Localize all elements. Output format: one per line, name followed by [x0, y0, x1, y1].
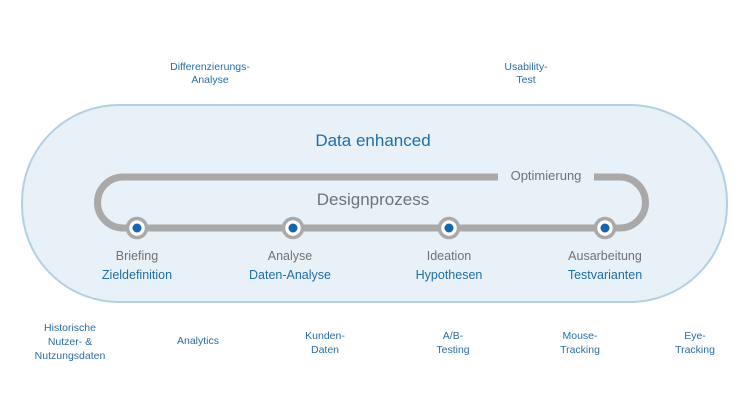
method-line: Test: [516, 74, 536, 86]
optimierung-label: Optimierung: [498, 168, 594, 183]
stage-ideation: Ideation Hypothesen: [384, 247, 514, 285]
method-line: Usability-: [504, 61, 548, 73]
designprozess-title: Designprozess: [316, 190, 430, 209]
stage-detail: Zieldefinition: [101, 268, 173, 282]
method-kunden-daten: Kunden- Daten: [275, 329, 375, 357]
method-differenzierungs-analyse: Differenzierungs- Analyse: [150, 61, 270, 87]
method-mouse-tracking: Mouse- Tracking: [530, 329, 630, 357]
method-eye-tracking: Eye- Tracking: [645, 329, 745, 357]
method-ab-testing: A/B- Testing: [403, 329, 503, 357]
method-usability-test: Usability- Test: [466, 61, 586, 87]
stage-name: Ideation: [426, 249, 472, 263]
data-enhanced-container: [21, 104, 728, 303]
stage-detail: Testvarianten: [567, 268, 643, 282]
stage-node-ideation: [437, 216, 461, 240]
method-line: Testing: [436, 344, 470, 356]
method-line: Tracking: [675, 344, 715, 356]
method-line: Analytics: [176, 335, 219, 347]
data-enhanced-title: Data enhanced: [315, 131, 431, 150]
method-line: Kunden-: [305, 330, 345, 342]
method-historische-daten: Historische Nutzer- & Nutzungsdaten: [20, 321, 120, 363]
method-line: Historische: [44, 322, 96, 334]
stage-node-ausarbeitung: [593, 216, 617, 240]
method-line: Eye-: [684, 330, 706, 342]
method-line: Nutzer- &: [47, 336, 93, 348]
stage-node-briefing: [125, 216, 149, 240]
method-line: Nutzungsdaten: [34, 350, 106, 362]
method-line: Mouse-: [562, 330, 598, 342]
stage-analyse: Analyse Daten-Analyse: [225, 247, 355, 285]
stage-detail: Hypothesen: [415, 268, 483, 282]
method-line: Differenzierungs-: [170, 61, 250, 73]
stage-ausarbeitung: Ausarbeitung Testvarianten: [540, 247, 670, 285]
stage-node-analyse: [281, 216, 305, 240]
loop-track: [94, 173, 649, 232]
method-line: Daten: [310, 344, 340, 356]
method-line: A/B-: [442, 330, 464, 342]
stage-name: Analyse: [267, 249, 313, 263]
stage-name: Briefing: [115, 249, 159, 263]
stage-detail: Daten-Analyse: [249, 268, 331, 282]
stage-briefing: Briefing Zieldefinition: [72, 247, 202, 285]
method-analytics: Analytics: [148, 335, 248, 348]
method-line: Analyse: [191, 74, 229, 86]
method-line: Tracking: [560, 344, 600, 356]
stage-name: Ausarbeitung: [568, 249, 642, 263]
